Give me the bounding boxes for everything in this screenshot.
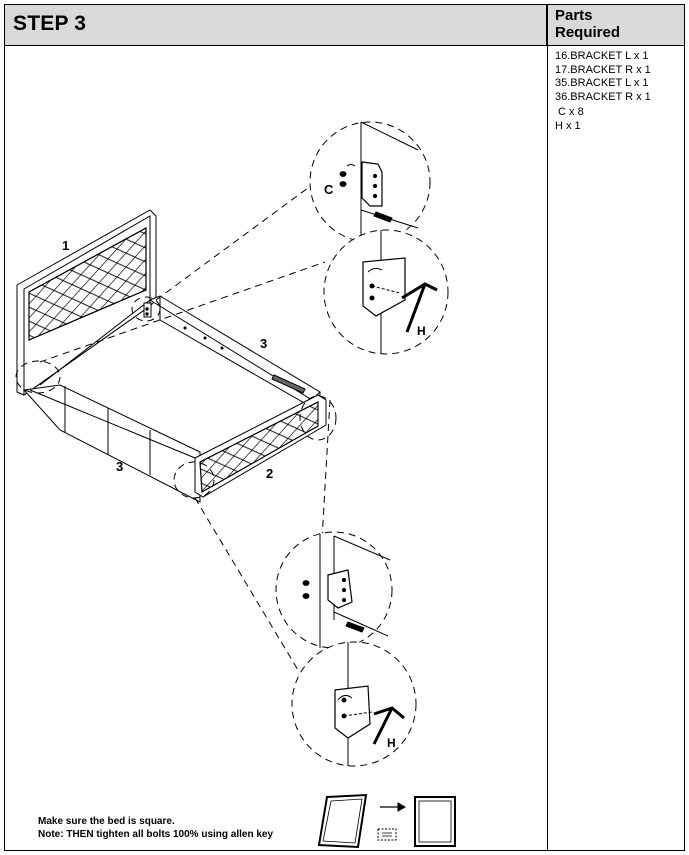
bed-frame [22,295,327,503]
parts-title: Parts Required [555,7,621,41]
part-item: 35.BRACKET L x 1 [555,77,649,89]
step-header: STEP 3 [4,4,547,46]
detail-circle-bottom [275,531,393,649]
step-title: STEP 3 [13,12,87,35]
part-item: H x 1 [555,119,581,132]
callout-side-rail-front: 3 [116,459,123,474]
svg-text:H: H [387,736,396,750]
detail-circle-allen-bottom: H [291,641,417,767]
leader-lines [15,184,337,671]
svg-text:C: C [324,182,334,197]
callout-headboard: 1 [62,238,69,253]
callout-footboard: 2 [266,466,273,481]
part-item: 17.BRACKET R x 1 [555,63,651,76]
part-item: C x 8 [555,106,584,118]
square-check [317,793,456,849]
callout-side-rail-back: 3 [260,336,267,351]
detail-circle-allen-top: H [323,229,449,355]
headboard [16,209,157,396]
detail-circle-top: C [309,121,431,243]
part-item: 16.BRACKET L x 1 [555,50,649,62]
column-divider [547,46,548,851]
callouts: 1 3 3 2 [62,238,273,481]
assembly-diagram: C H H [15,121,456,849]
parts-list: 16.BRACKET L x 1 17.BRACKET R x 1 35.BRA… [555,50,651,133]
note-tighten: Note: THEN tighten all bolts 100% using … [38,829,274,840]
svg-text:H: H [417,324,426,338]
assembly-note: Make sure the bed is square. Note: THEN … [38,815,273,841]
part-item: 36.BRACKET R x 1 [555,90,651,103]
parts-header: Parts Required [547,4,685,46]
note-square: Make sure the bed is square. [38,816,175,827]
